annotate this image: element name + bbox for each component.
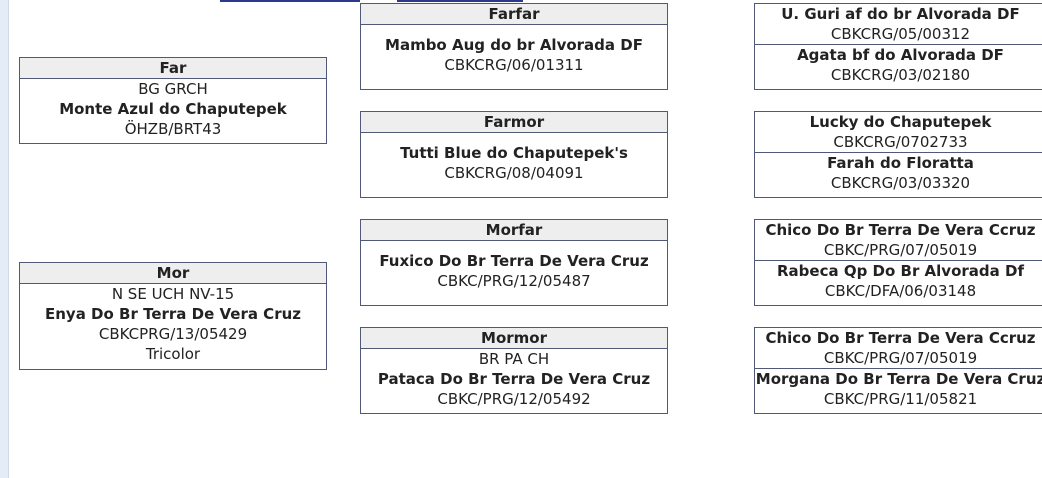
great-grandsire-reg: CBKC/PRG/07/05019 — [823, 241, 978, 259]
gen3-pair-card: Chico Do Br Terra De Vera Ccruz CBKC/PRG… — [754, 219, 1042, 306]
mormor-name[interactable]: Pataca Do Br Terra De Vera Cruz — [377, 370, 651, 388]
mor-card[interactable]: Mor N SE UCH NV-15 Enya Do Br Terra De V… — [19, 262, 327, 370]
great-granddam-reg: CBKCRG/03/02180 — [830, 66, 971, 84]
farmor-header: Farmor — [361, 112, 667, 133]
great-granddam-name[interactable]: Morgana Do Br Terra De Vera Cruz — [755, 368, 1042, 389]
far-title: BG GRCH — [138, 80, 208, 98]
farfar-header: Farfar — [361, 4, 667, 25]
far-card[interactable]: Far BG GRCH Monte Azul do Chaputepek ÖHZ… — [19, 57, 327, 144]
great-granddam-reg: CBKC/PRG/11/05821 — [823, 390, 978, 408]
morfar-card[interactable]: Morfar Fuxico Do Br Terra De Vera Cruz C… — [360, 219, 668, 306]
mor-title: N SE UCH NV-15 — [111, 285, 235, 303]
great-grandsire-reg: CBKC/PRG/07/05019 — [823, 349, 978, 367]
morfar-header: Morfar — [361, 220, 667, 241]
farfar-reg: CBKCRG/06/01311 — [444, 56, 584, 74]
great-granddam-reg: CBKCRG/03/03320 — [830, 174, 971, 192]
top-link-underline — [220, 0, 360, 2]
farmor-reg: CBKCRG/08/04091 — [444, 164, 584, 182]
farfar-card[interactable]: Farfar Mambo Aug do br Alvorada DF CBKCR… — [360, 3, 668, 90]
left-panel-edge — [0, 0, 9, 478]
mor-header: Mor — [20, 263, 326, 284]
morfar-name[interactable]: Fuxico Do Br Terra De Vera Cruz — [379, 252, 649, 270]
morfar-reg: CBKC/PRG/12/05487 — [437, 272, 591, 290]
mormor-title: BR PA CH — [478, 350, 550, 368]
great-grandsire-reg: CBKCRG/05/00312 — [830, 25, 971, 43]
farmor-name[interactable]: Tutti Blue do Chaputepek's — [400, 144, 628, 162]
mor-name[interactable]: Enya Do Br Terra De Vera Cruz — [45, 305, 301, 323]
top-link-underline — [397, 0, 523, 2]
great-granddam-reg: CBKC/DFA/06/03148 — [824, 282, 977, 300]
gen3-pair-card: Chico Do Br Terra De Vera Ccruz CBKC/PRG… — [754, 327, 1042, 414]
great-grandsire-name[interactable]: Chico Do Br Terra De Vera Ccruz — [765, 329, 1036, 347]
far-reg: ÖHZB/BRT43 — [124, 120, 222, 138]
mormor-card[interactable]: Mormor BR PA CH Pataca Do Br Terra De Ve… — [360, 327, 668, 414]
mor-reg: CBKCPRG/13/05429 — [98, 325, 248, 343]
great-granddam-name[interactable]: Agata bf do Alvorada DF — [755, 44, 1042, 65]
gen3-pair-card: Lucky do Chaputepek CBKCRG/0702733 Farah… — [754, 111, 1042, 198]
far-name[interactable]: Monte Azul do Chaputepek — [59, 100, 287, 118]
mormor-header: Mormor — [361, 328, 667, 349]
great-grandsire-name[interactable]: U. Guri af do br Alvorada DF — [781, 5, 1020, 23]
great-granddam-name[interactable]: Rabeca Qp Do Br Alvorada Df — [755, 260, 1042, 281]
great-grandsire-reg: CBKCRG/0702733 — [833, 133, 968, 151]
farfar-name[interactable]: Mambo Aug do br Alvorada DF — [385, 36, 643, 54]
great-grandsire-name[interactable]: Chico Do Br Terra De Vera Ccruz — [765, 221, 1036, 239]
mormor-reg: CBKC/PRG/12/05492 — [437, 390, 591, 408]
great-granddam-name[interactable]: Farah do Floratta — [755, 152, 1042, 173]
farmor-card[interactable]: Farmor Tutti Blue do Chaputepek's CBKCRG… — [360, 111, 668, 198]
great-grandsire-name[interactable]: Lucky do Chaputepek — [809, 113, 992, 131]
far-header: Far — [20, 58, 326, 79]
mor-color: Tricolor — [145, 345, 201, 363]
gen3-pair-card: U. Guri af do br Alvorada DF CBKCRG/05/0… — [754, 3, 1042, 90]
